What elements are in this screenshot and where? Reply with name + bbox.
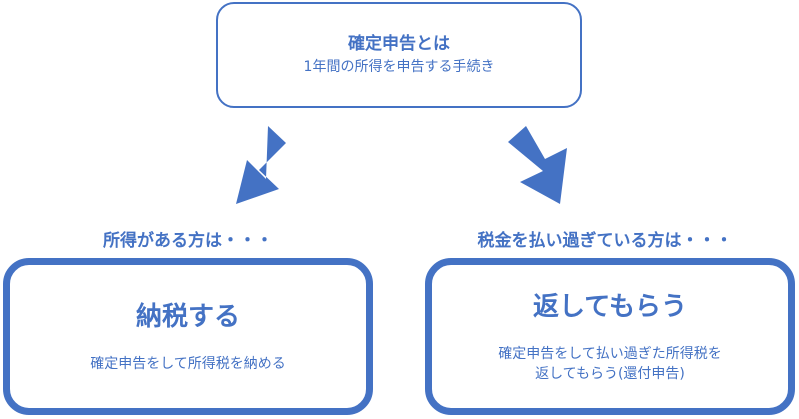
refund-box: 返してもらう 確定申告をして払い過ぎた所得税を 返してもらう(還付申告) (425, 258, 795, 415)
left-condition-label: 所得がある方は・・・ (103, 231, 273, 251)
pay-tax-box: 納税する 確定申告をして所得税を納める (3, 258, 373, 415)
definition-subtitle: 1年間の所得を申告する手続き (303, 59, 495, 75)
pay-tax-title: 納税する (135, 301, 240, 332)
definition-box: 確定申告とは 1年間の所得を申告する手続き (216, 2, 582, 108)
refund-description-line2: 返してもらう(還付申告) (535, 365, 685, 382)
refund-description-line1: 確定申告をして払い過ぎた所得税を (498, 345, 722, 362)
right-down-arrow-icon (508, 126, 567, 204)
pay-tax-description: 確定申告をして所得税を納める (90, 355, 286, 372)
refund-title: 返してもらう (533, 291, 687, 322)
left-down-arrow-icon (236, 126, 286, 204)
definition-title: 確定申告とは (348, 34, 450, 54)
right-condition-label: 税金を払い過ぎている方は・・・ (477, 231, 733, 251)
